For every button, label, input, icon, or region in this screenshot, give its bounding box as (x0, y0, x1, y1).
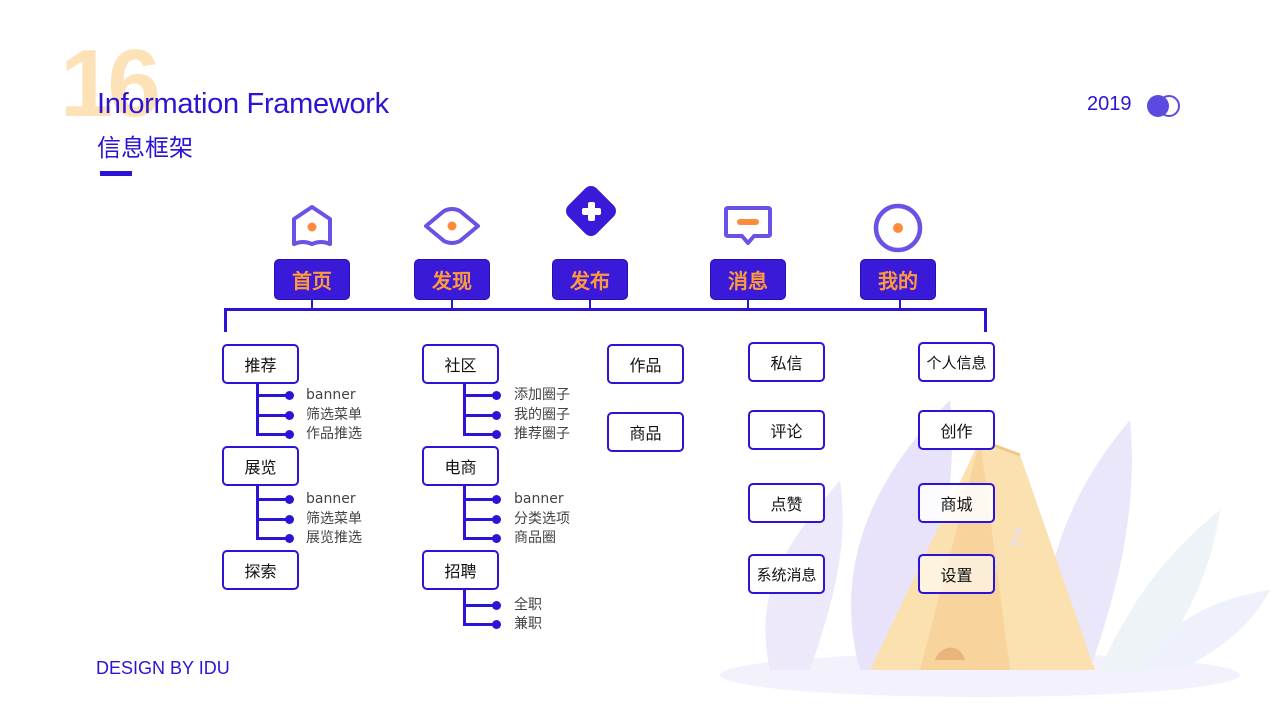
design-credit: DESIGN BY IDU (96, 658, 230, 678)
branch-line (463, 433, 497, 436)
leaf-item: banner (514, 491, 564, 507)
branch-line (256, 498, 290, 501)
nav-publish[interactable]: 发布 (552, 259, 628, 300)
leaf-item: 展览推选 (306, 530, 362, 546)
bullet-dot (285, 411, 294, 420)
leaf-item: 作品推选 (306, 426, 362, 442)
circles-logo-outline-icon (1158, 95, 1180, 117)
node-recruitment[interactable]: 招聘 (422, 550, 499, 590)
leaf-item: 筛选菜单 (306, 511, 362, 527)
branch-line (463, 498, 497, 501)
bullet-dot (492, 620, 501, 629)
page-title-cn: 信息框架 (97, 134, 193, 162)
connector-publish (589, 299, 591, 309)
node-likes[interactable]: 点赞 (748, 483, 825, 523)
year-label: 2019 (1087, 93, 1132, 115)
profile-icon (873, 203, 923, 253)
branch-line (256, 537, 290, 540)
node-works[interactable]: 作品 (607, 344, 684, 384)
title-underline (100, 171, 132, 176)
branch-line (256, 486, 259, 539)
leaf-item: 全职 (514, 597, 542, 613)
node-create[interactable]: 创作 (918, 410, 995, 450)
branch-line (463, 590, 466, 625)
node-recommend[interactable]: 推荐 (222, 344, 299, 384)
bullet-dot (285, 495, 294, 504)
bullet-dot (285, 534, 294, 543)
leaf-item: 分类选项 (514, 511, 570, 527)
node-comments[interactable]: 评论 (748, 410, 825, 450)
branch-line (463, 604, 497, 607)
nav-home[interactable]: 首页 (274, 259, 350, 300)
bullet-dot (492, 515, 501, 524)
nav-messages[interactable]: 消息 (710, 259, 786, 300)
svg-text:Z: Z (1010, 525, 1023, 550)
connector-messages (747, 299, 749, 309)
leaf-item: banner (306, 491, 356, 507)
bullet-dot (285, 430, 294, 439)
svg-text:Z: Z (990, 557, 1000, 574)
leaf-item: 筛选菜单 (306, 407, 362, 423)
plus-icon (566, 186, 616, 236)
page-title-en: Information Framework (97, 88, 389, 120)
branch-line (463, 486, 466, 539)
leaf-item: 兼职 (514, 616, 542, 632)
nav-mine[interactable]: 我的 (860, 259, 936, 300)
bullet-dot (492, 411, 501, 420)
leaf-item: 添加圈子 (514, 387, 570, 403)
node-profile-info[interactable]: 个人信息 (918, 342, 995, 382)
node-community[interactable]: 社区 (422, 344, 499, 384)
branch-line (256, 394, 290, 397)
bullet-dot (492, 495, 501, 504)
node-settings[interactable]: 设置 (918, 554, 995, 594)
bullet-dot (492, 534, 501, 543)
leaf-item: 我的圈子 (514, 407, 570, 423)
branch-line (256, 518, 290, 521)
node-exhibition[interactable]: 展览 (222, 446, 299, 486)
eye-icon (424, 207, 480, 245)
branch-line (256, 414, 290, 417)
branch-line (463, 384, 466, 435)
connector-discover (451, 299, 453, 309)
connector-right (984, 308, 987, 332)
branch-line (463, 414, 497, 417)
branch-line (463, 537, 497, 540)
node-store[interactable]: 商城 (918, 483, 995, 523)
home-icon (292, 205, 332, 246)
connector-bar (224, 308, 986, 311)
page-number: 16 (60, 30, 161, 137)
bullet-dot (492, 430, 501, 439)
bullet-dot (285, 391, 294, 400)
branch-line (463, 518, 497, 521)
bullet-dot (492, 391, 501, 400)
node-goods[interactable]: 商品 (607, 412, 684, 452)
leaf-item: 推荐圈子 (514, 426, 570, 442)
message-icon (724, 206, 772, 245)
node-private-message[interactable]: 私信 (748, 342, 825, 382)
node-explore[interactable]: 探索 (222, 550, 299, 590)
connector-mine (899, 299, 901, 309)
branch-line (463, 623, 497, 626)
bullet-dot (285, 515, 294, 524)
node-system-messages[interactable]: 系统消息 (748, 554, 825, 594)
node-ecommerce[interactable]: 电商 (422, 446, 499, 486)
branch-line (256, 384, 259, 435)
connector-home (311, 299, 313, 309)
bullet-dot (492, 601, 501, 610)
branch-line (463, 394, 497, 397)
leaf-item: 商品圈 (514, 530, 556, 546)
leaf-item: banner (306, 387, 356, 403)
connector-left (224, 308, 227, 332)
nav-discover[interactable]: 发现 (414, 259, 490, 300)
branch-line (256, 433, 290, 436)
